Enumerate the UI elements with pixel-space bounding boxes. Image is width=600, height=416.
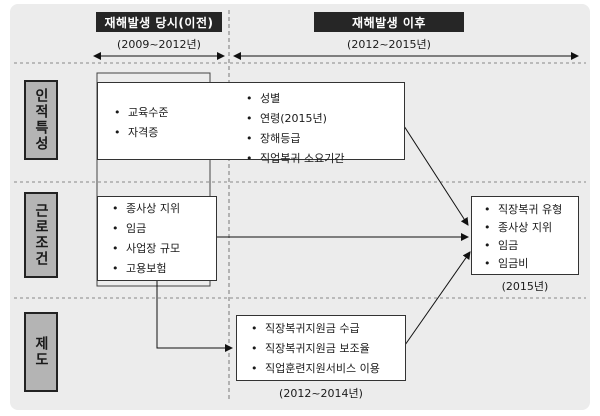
list-item: 연령(2015년) [246, 109, 344, 129]
list-item: 장해등급 [246, 129, 344, 149]
row-label-system: 제도 [24, 312, 58, 392]
list-item: 직장복귀지원금 수급 [251, 319, 405, 339]
list-item: 임금비 [484, 255, 578, 273]
list-item: 성별 [246, 89, 344, 109]
box-working-before: 종사상 지위 임금 사업장 규모 고용보험 [97, 196, 217, 281]
header-before: 재해발생 당시(이전) [96, 12, 222, 32]
list-item: 직업훈련지원서비스 이용 [251, 359, 405, 379]
header-after: 재해발생 이후 [314, 12, 464, 32]
list-item: 자격증 [114, 123, 168, 143]
list-item: 교육수준 [114, 103, 168, 123]
list-item: 임금 [112, 219, 216, 239]
box-personal-after: 성별 연령(2015년) 장해등급 직업복귀 소요기간 교육수준 자격증 [97, 82, 405, 165]
box-system-after: 직장복귀지원금 수급 직장복귀지원금 보조율 직업훈련지원서비스 이용 [236, 315, 406, 381]
box-outcome: 직장복귀 유형 종사상 지위 임금 임금비 [471, 196, 579, 275]
list-item: 고용보험 [112, 259, 216, 279]
row-label-working: 근로조건 [24, 192, 58, 278]
list-item: 종사상 지위 [112, 199, 216, 219]
list-item: 종사상 지위 [484, 219, 578, 237]
outcome-year-label: (2015년) [501, 280, 549, 293]
list-item: 직장복귀 유형 [484, 201, 578, 219]
list-item: 직업복귀 소요기간 [246, 149, 344, 169]
system-period-label: (2012~2014년) [279, 387, 363, 400]
period-after: (2012~2015년) [347, 38, 431, 51]
list-item: 임금 [484, 237, 578, 255]
list-item: 직장복귀지원금 보조율 [251, 339, 405, 359]
list-item: 사업장 규모 [112, 239, 216, 259]
row-label-personal: 인적특성 [24, 80, 58, 160]
period-before: (2009~2012년) [117, 38, 201, 51]
